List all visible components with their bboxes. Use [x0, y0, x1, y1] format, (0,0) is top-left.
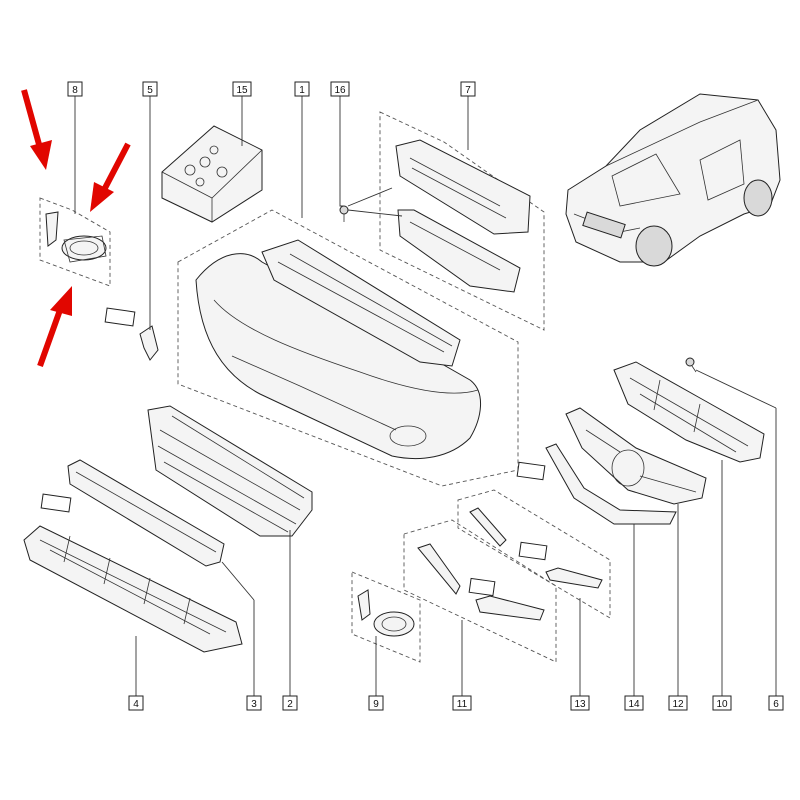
part-8-fog-lamp-bezel[interactable]	[45, 211, 107, 263]
part-16-clip[interactable]	[339, 205, 349, 222]
callout-7-label: 7	[465, 85, 471, 96]
callout-11-label: 11	[457, 699, 468, 710]
callout-15-label: 15	[236, 85, 248, 96]
group-frame-11	[403, 519, 557, 663]
part-7-upper-reinforcement[interactable]	[395, 139, 531, 293]
part-10-grille-support[interactable]	[613, 361, 765, 463]
callout-12-label: 12	[672, 699, 684, 710]
part-14-grille-moulding[interactable]	[516, 443, 677, 525]
part-11-trim-strip[interactable]	[417, 543, 545, 621]
callout-5[interactable]: 5	[142, 81, 158, 97]
callout-12[interactable]: 12	[668, 695, 688, 711]
callout-10-label: 10	[716, 699, 728, 710]
callout-6[interactable]: 6	[768, 695, 784, 711]
callout-11[interactable]: 11	[452, 695, 472, 711]
part-2-lower-grille[interactable]	[147, 405, 313, 537]
callout-15[interactable]: 15	[232, 81, 252, 97]
highlight-arrows	[21, 89, 131, 368]
callout-9-label: 9	[373, 699, 379, 710]
group-frame-8	[39, 197, 111, 287]
part-9-fog-lamp-bezel[interactable]	[357, 589, 415, 637]
callout-4[interactable]: 4	[128, 695, 144, 711]
callout-10[interactable]: 10	[712, 695, 732, 711]
callout-2-label: 2	[287, 699, 293, 710]
callout-8-label: 8	[72, 85, 78, 96]
leader-lines	[74, 96, 777, 696]
callout-5-label: 5	[147, 85, 153, 96]
callout-14[interactable]: 14	[624, 695, 644, 711]
part-15-fastener-kit[interactable]	[161, 125, 263, 223]
red-arrow-bottom	[37, 286, 72, 368]
callout-13[interactable]: 13	[570, 695, 590, 711]
red-arrow-top-left	[21, 89, 52, 170]
part-4-underbody-shield[interactable]	[23, 525, 243, 653]
callout-9[interactable]: 9	[368, 695, 384, 711]
red-arrow-top-right	[90, 142, 131, 212]
group-frame-7	[379, 111, 545, 331]
callout-13-label: 13	[574, 699, 586, 710]
callout-3[interactable]: 3	[246, 695, 262, 711]
callout-3-label: 3	[251, 699, 257, 710]
callout-14-label: 14	[628, 699, 640, 710]
callout-4-label: 4	[133, 699, 139, 710]
part-1-front-bumper[interactable]	[195, 239, 482, 460]
callout-16[interactable]: 16	[330, 81, 350, 97]
callout-7[interactable]: 7	[460, 81, 476, 97]
callout-2[interactable]: 2	[282, 695, 298, 711]
callout-1-label: 1	[299, 85, 305, 96]
callout-8[interactable]: 8	[67, 81, 83, 97]
callout-1[interactable]: 1	[294, 81, 310, 97]
part-5-bracket[interactable]	[104, 307, 159, 361]
callout-16-label: 16	[334, 85, 346, 96]
part-6-screw[interactable]	[685, 357, 697, 373]
group-frame-13	[457, 489, 611, 619]
vehicle-illustration	[565, 93, 781, 267]
part-13-chrome-strip[interactable]	[469, 507, 603, 589]
part-3-lower-beam[interactable]	[40, 459, 225, 567]
callout-6-label: 6	[773, 699, 779, 710]
group-frame-9	[351, 571, 421, 663]
part-12-radiator-grille[interactable]	[565, 407, 707, 505]
